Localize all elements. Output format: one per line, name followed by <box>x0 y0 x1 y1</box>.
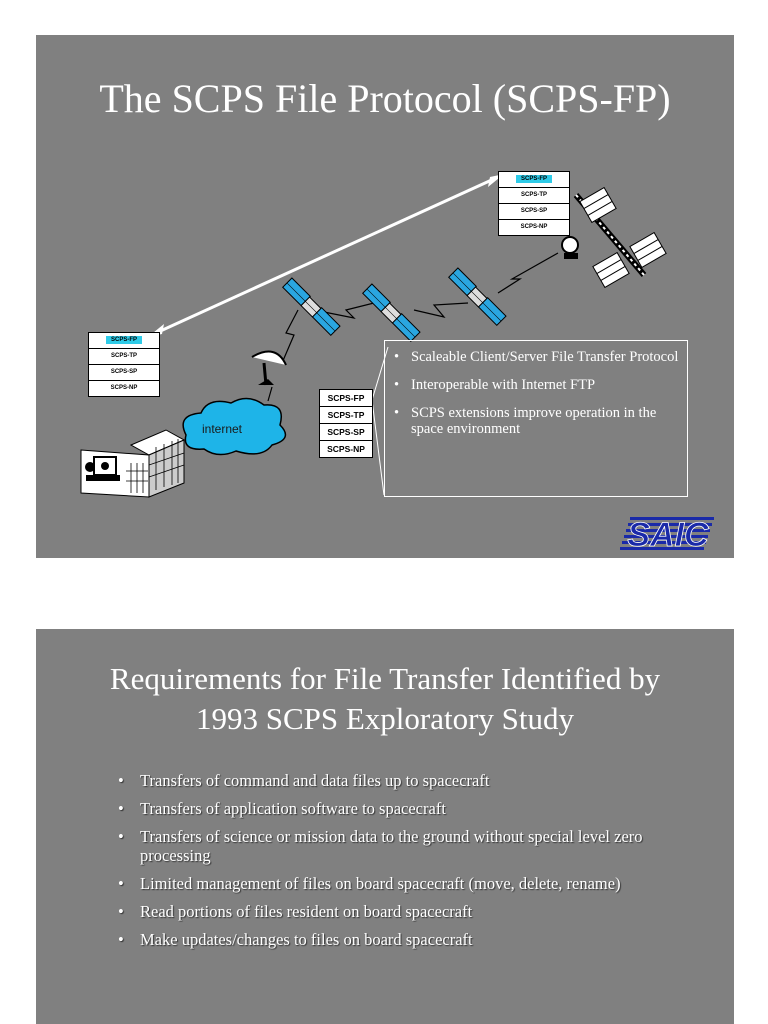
stack-layer-np: SCPS-NP <box>520 224 548 230</box>
stack-layer-tp: SCPS-TP <box>499 188 569 204</box>
logo-text: SAIC <box>627 516 709 551</box>
feature-item: Interoperable with Internet FTP <box>394 377 681 393</box>
requirement-item: Transfers of command and data files up t… <box>118 771 658 790</box>
slide-title: The SCPS File Protocol (SCPS-FP) <box>99 76 671 121</box>
slide-scps-file-protocol: The SCPS File Protocol (SCPS-FP) <box>36 35 734 558</box>
satellite-icon <box>362 283 421 342</box>
requirements-list: Transfers of command and data files up t… <box>118 771 658 958</box>
space-link <box>281 309 299 364</box>
space-link <box>497 252 559 294</box>
requirement-item: Read portions of files resident on board… <box>118 902 658 921</box>
satellite-icon <box>448 267 507 326</box>
cloud-icon: internet <box>182 397 287 456</box>
cloud-label: internet <box>202 422 243 436</box>
stack-layer-np: SCPS-NP <box>327 444 365 454</box>
requirement-item: Limited management of files on board spa… <box>118 874 658 893</box>
requirement-item: Transfers of science or mission data to … <box>118 827 658 865</box>
title-line: 1993 SCPS Exploratory Study <box>195 701 575 736</box>
requirement-item: Transfers of application software to spa… <box>118 799 658 818</box>
title-line: Requirements for File Transfer Identifie… <box>109 661 661 696</box>
satellite-icon <box>282 277 341 336</box>
stack-layer-fp: SCPS-FP <box>105 336 142 344</box>
features-box: Scaleable Client/Server File Transfer Pr… <box>384 340 688 497</box>
stack-layer-sp: SCPS-SP <box>320 424 372 441</box>
feature-item: SCPS extensions improve operation in the… <box>394 405 681 437</box>
slide-title: Requirements for File Transfer Identifie… <box>36 659 734 739</box>
stack-layer-np: SCPS-NP <box>110 385 138 391</box>
slide-requirements: Requirements for File Transfer Identifie… <box>36 629 734 1024</box>
ground-protocol-stack: SCPS-FP SCPS-TP SCPS-SP SCPS-NP <box>88 332 160 397</box>
stack-layer-tp: SCPS-TP <box>89 349 159 365</box>
network-diagram: internet <box>80 174 667 498</box>
ground-antenna-icon <box>251 350 287 386</box>
stack-layer-sp: SCPS-SP <box>89 365 159 381</box>
saic-logo: SAIC <box>620 516 714 551</box>
spacecraft-protocol-stack: SCPS-FP SCPS-TP SCPS-SP SCPS-NP <box>498 171 570 236</box>
building-icon <box>80 429 186 498</box>
relay-protocol-stack: SCPS-FP SCPS-TP SCPS-SP SCPS-NP <box>319 389 373 458</box>
stack-layer-sp: SCPS-SP <box>499 204 569 220</box>
features-list: Scaleable Client/Server File Transfer Pr… <box>385 341 687 437</box>
space-link <box>413 302 469 318</box>
stack-layer-fp: SCPS-FP <box>320 390 372 407</box>
feature-item: Scaleable Client/Server File Transfer Pr… <box>394 349 681 365</box>
space-station-icon <box>561 186 667 289</box>
requirement-item: Make updates/changes to files on board s… <box>118 930 658 949</box>
stack-layer-fp: SCPS-FP <box>515 175 552 183</box>
stack-layer-tp: SCPS-TP <box>320 407 372 424</box>
space-link <box>313 300 383 319</box>
